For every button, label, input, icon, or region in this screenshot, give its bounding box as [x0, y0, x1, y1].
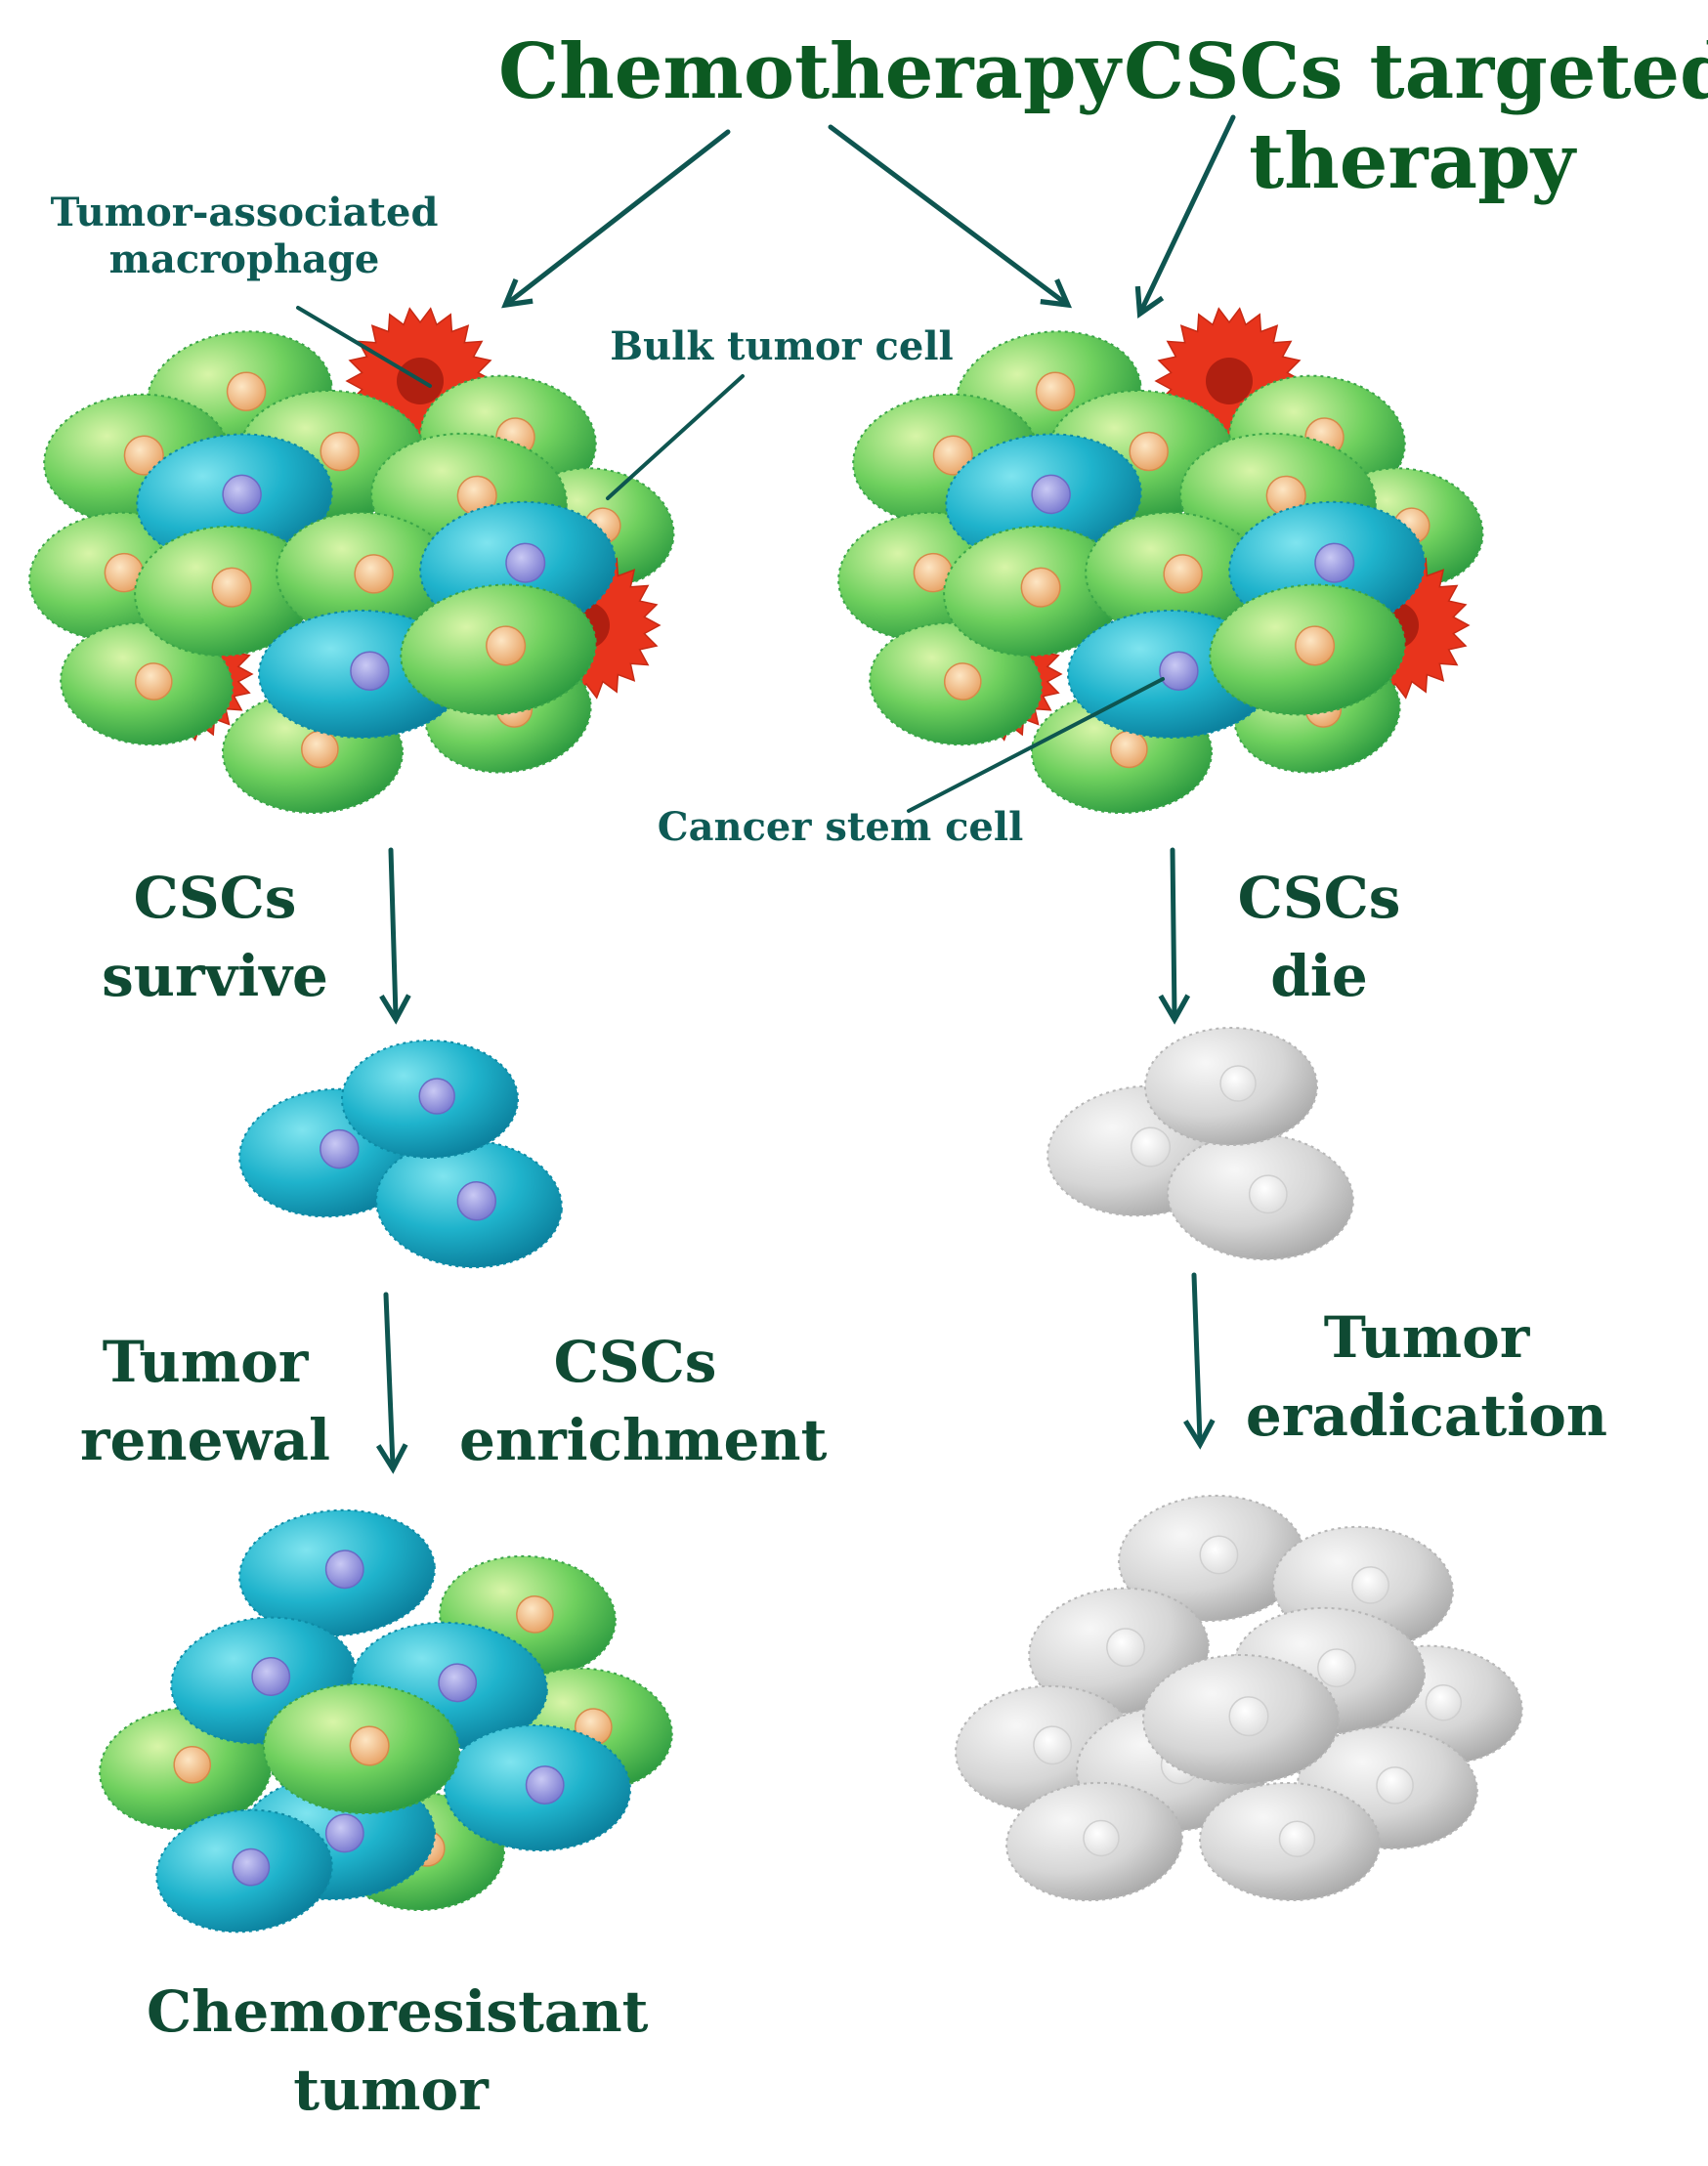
- tumor-eradication-label: Tumor eradication: [1241, 1309, 1612, 1444]
- cscs-die-line-2: die: [1270, 943, 1368, 1009]
- right-bulk-cell-18: [1209, 583, 1406, 716]
- right-stem-cell-12: [945, 433, 1142, 564]
- tam-line-1: Tumor-associated: [50, 190, 439, 235]
- tumor-renewal-label: Tumor renewal: [68, 1334, 342, 1468]
- arrow-survive-to-resistant: [375, 1292, 408, 1474]
- tumor-renewal-line-1: Tumor: [102, 1329, 309, 1395]
- arrow-right-to-die: [1158, 847, 1191, 1025]
- left-tumor-cluster: [28, 307, 675, 814]
- dead-cscs-cluster: [1046, 1027, 1354, 1261]
- chemotherapy-label: Chemotherapy: [498, 27, 1121, 116]
- chemoresistant-tumor-label: Chemoresistant tumor: [147, 1978, 649, 2123]
- cscs-enrichment-label: CSCs enrichment: [459, 1329, 828, 1473]
- cell-clusters: [28, 307, 1523, 1933]
- cancer-stem-cell-label: Cancer stem cell: [657, 804, 1024, 850]
- tam-line-2: macrophage: [108, 236, 380, 282]
- cscs-die-label: CSCs die: [1192, 870, 1446, 1004]
- arrow-die-to-eradication: [1183, 1272, 1216, 1450]
- cscs-survive-line-2: survive: [102, 943, 328, 1009]
- dead-stem-cell-3: [1144, 1027, 1318, 1146]
- flow-arrows: [296, 114, 1236, 1474]
- arrow-targeted-to-right-tumor: [1134, 114, 1236, 319]
- chemoresistant-tumor-cluster: [99, 1508, 673, 1933]
- left-bulk-cell-18: [400, 583, 597, 716]
- cscs-enrichment-line-2: enrichment: [459, 1407, 828, 1473]
- leader-macrophage: [296, 306, 432, 388]
- tumor-associated-macrophage-label: Tumor-associated macrophage: [39, 193, 449, 279]
- csc-targeted-line-2: therapy: [1249, 117, 1575, 206]
- left-bulk-cell-15: [276, 511, 457, 642]
- chemoresistant-line-2: tumor: [293, 2057, 489, 2123]
- eradicated-tumor-cluster: [955, 1494, 1523, 1902]
- chemoresistant-stem-cell-9: [155, 1808, 333, 1933]
- arrow-chemo-to-right-tumor: [828, 124, 1073, 309]
- surviving-cscs-cluster: [238, 1040, 563, 1269]
- cscs-survive-label: CSCs survive: [88, 870, 342, 1004]
- tumor-eradication-line-2: eradication: [1245, 1382, 1608, 1449]
- chemoresistant-bulk-cell-10: [263, 1682, 460, 1815]
- dead-stem-cell-2: [1167, 1132, 1354, 1261]
- cscs-die-line-1: CSCs: [1237, 865, 1401, 931]
- right-bulk-cell-8: [869, 621, 1043, 746]
- tumor-renewal-line-2: renewal: [79, 1407, 331, 1473]
- surviving-stem-cell-3: [341, 1040, 519, 1159]
- right-bulk-cell-15: [1085, 511, 1266, 642]
- arrow-chemo-to-left-tumor: [501, 129, 731, 309]
- csc-targeted-therapy-label: CSCs targeted therapy: [1124, 27, 1708, 206]
- chemoresistant-line-1: Chemoresistant: [147, 1978, 649, 2045]
- eradicated-cell-9: [1199, 1781, 1381, 1902]
- eradicated-cell-10: [1142, 1654, 1340, 1785]
- bulk-tumor-cell-label: Bulk tumor cell: [610, 323, 954, 369]
- leader-stem-cell: [907, 677, 1165, 813]
- cscs-survive-line-1: CSCs: [133, 865, 297, 931]
- arrow-left-to-survive: [379, 847, 411, 1025]
- csc-targeted-line-1: CSCs targeted: [1124, 27, 1708, 116]
- chemoresistant-stem-cell-7: [444, 1723, 631, 1852]
- chemoresistant-stem-cell-4: [238, 1508, 436, 1637]
- leader-bulk-cell: [606, 374, 745, 500]
- left-stem-cell-12: [136, 433, 333, 564]
- left-bulk-cell-8: [60, 621, 234, 746]
- eradicated-cell-8: [1005, 1781, 1183, 1902]
- tumor-eradication-line-1: Tumor: [1323, 1304, 1530, 1371]
- right-tumor-cluster: [837, 307, 1484, 814]
- cscs-enrichment-line-1: CSCs: [553, 1329, 717, 1395]
